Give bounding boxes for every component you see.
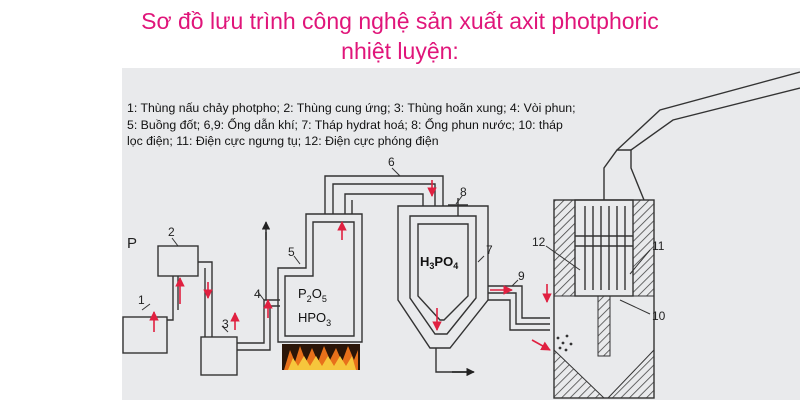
combustion-chamber-outer — [277, 213, 363, 343]
tank-3 — [200, 336, 238, 376]
tank-1 — [122, 316, 168, 354]
legend-line-3: lọc điện; 11: Điện cực ngưng tụ; 12: Điệ… — [127, 134, 439, 148]
hydration-tower-outer — [397, 205, 489, 349]
label-8: 8 — [460, 185, 467, 199]
label-9: 9 — [518, 269, 525, 283]
burner-flames — [282, 344, 360, 370]
legend-line-2: 5: Buồng đốt; 6,9: Ống dẫn khí; 7: Tháp … — [127, 117, 563, 132]
label-10: 10 — [652, 309, 666, 323]
label-7: 7 — [486, 243, 493, 257]
formula-p2o5: P2O5 — [298, 286, 327, 304]
label-p: P — [127, 235, 137, 252]
label-4: 4 — [254, 287, 261, 301]
label-1: 1 — [138, 293, 145, 307]
label-2: 2 — [168, 225, 175, 239]
gas-duct-6 — [324, 175, 444, 214]
legend-line-1: 1: Thùng nấu chảy photpho; 2: Thùng cung… — [127, 101, 576, 115]
diagram-panel — [122, 68, 800, 400]
title-line-1: Sơ đồ lưu trình công nghệ sản xuất axit … — [141, 8, 659, 34]
label-5: 5 — [288, 245, 295, 259]
label-12: 12 — [532, 235, 546, 249]
formula-hpo3: HPO3 — [298, 310, 331, 328]
hydration-tower-inner — [409, 215, 477, 335]
combustion-chamber-inner — [284, 221, 355, 337]
label-6: 6 — [388, 155, 395, 169]
spray-droplets — [556, 334, 573, 352]
formula-h3po4: H3PO4 — [420, 254, 458, 271]
page-title: Sơ đồ lưu trình công nghệ sản xuất axit … — [0, 6, 800, 66]
electrofilter-walls — [553, 199, 655, 399]
tank-2 — [157, 245, 199, 277]
title-line-2: nhiệt luyện: — [341, 38, 459, 64]
legend: 1: Thùng nấu chảy photpho; 2: Thùng cung… — [127, 100, 647, 150]
label-3: 3 — [222, 317, 229, 331]
label-11: 11 — [652, 239, 665, 253]
